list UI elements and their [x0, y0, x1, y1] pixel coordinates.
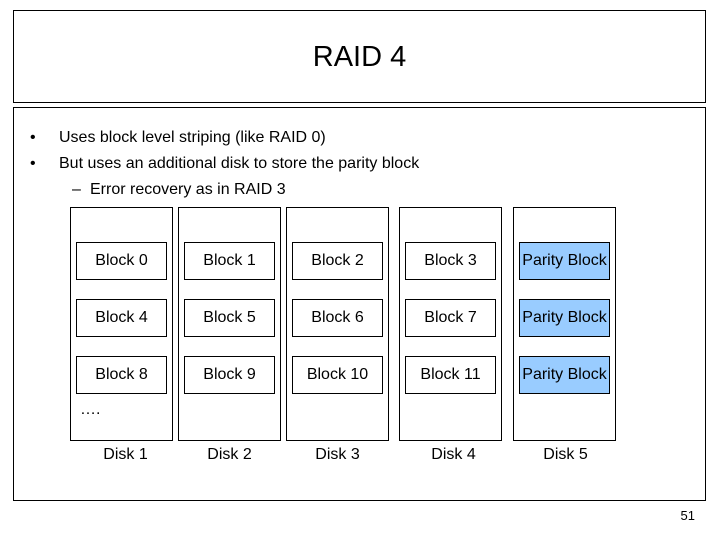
parity-block: Parity Block [519, 299, 610, 337]
disk-2-column [178, 207, 281, 441]
data-block: Block 4 [76, 299, 167, 337]
bullet-text: But uses an additional disk to store the… [59, 155, 420, 172]
data-block: Block 0 [76, 242, 167, 280]
title-box: RAID 4 [13, 10, 706, 103]
disk-label: Disk 4 [431, 446, 476, 463]
disk-4-column [399, 207, 502, 441]
disk-5-column [513, 207, 616, 441]
data-block: Block 5 [184, 299, 275, 337]
content-box [13, 107, 706, 501]
data-block: Block 3 [405, 242, 496, 280]
sub-bullet-marker: – [72, 181, 81, 198]
ellipsis: …. [80, 401, 101, 418]
disk-label: Disk 3 [315, 446, 360, 463]
parity-block: Parity Block [519, 356, 610, 394]
data-block: Block 8 [76, 356, 167, 394]
sub-bullet-text: Error recovery as in RAID 3 [90, 181, 286, 198]
data-block: Block 11 [405, 356, 496, 394]
page-number: 51 [680, 508, 695, 523]
data-block: Block 7 [405, 299, 496, 337]
disk-label: Disk 2 [207, 446, 252, 463]
parity-block: Parity Block [519, 242, 610, 280]
disk-1-column [70, 207, 173, 441]
disk-label: Disk 5 [543, 446, 588, 463]
data-block: Block 9 [184, 356, 275, 394]
data-block: Block 2 [292, 242, 383, 280]
disk-3-column [286, 207, 389, 441]
data-block: Block 10 [292, 356, 383, 394]
data-block: Block 6 [292, 299, 383, 337]
slide-title: RAID 4 [312, 41, 407, 73]
bullet-text: Uses block level striping (like RAID 0) [59, 129, 326, 146]
disk-label: Disk 1 [103, 446, 148, 463]
data-block: Block 1 [184, 242, 275, 280]
bullet-marker: • [30, 155, 36, 172]
bullet-marker: • [30, 129, 36, 146]
